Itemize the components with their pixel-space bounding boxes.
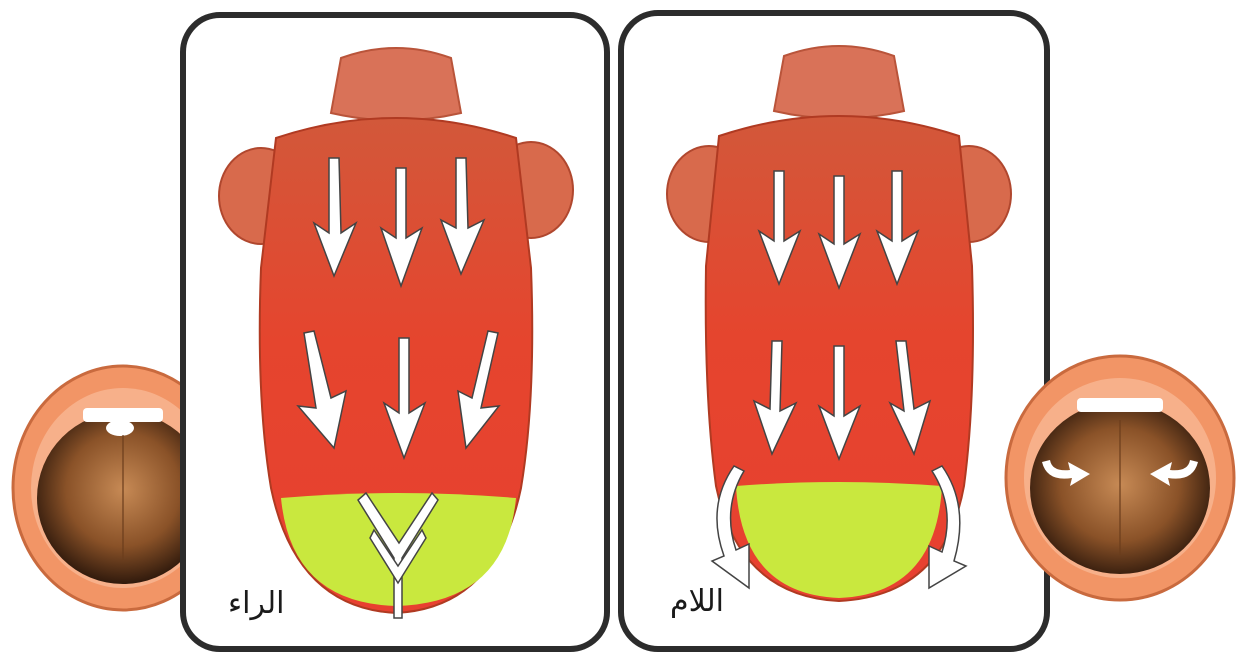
panel-ra: الراء [180, 12, 610, 652]
tongue-illustration-ra [186, 18, 606, 648]
letter-label-ra: الراء [228, 586, 284, 621]
tongue-illustration-lam [624, 16, 1044, 646]
letter-label-lam: اللام [670, 584, 724, 619]
panel-lam: اللام [618, 10, 1050, 652]
open-mouth-illustration-lam [1002, 350, 1238, 614]
